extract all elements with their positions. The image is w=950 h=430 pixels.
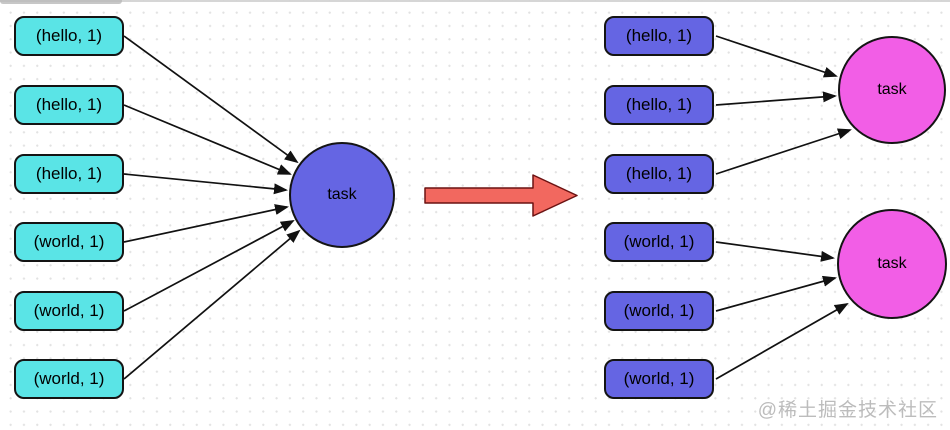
left-tuple-box-hello-3: (hello, 1) — [14, 154, 124, 194]
right-task-circle-top: task — [838, 36, 946, 144]
transform-arrow-icon — [424, 174, 578, 217]
connector-arrow — [123, 104, 292, 175]
connector-arrow — [715, 275, 837, 312]
right-tuple-box-world-2: (world, 1) — [604, 291, 714, 331]
connector-arrow — [123, 220, 295, 312]
connector-arrow — [123, 173, 288, 195]
connector-arrow — [123, 229, 301, 380]
right-tuple-box-hello-1: (hello, 1) — [604, 16, 714, 56]
left-tuple-box-hello-2: (hello, 1) — [14, 85, 124, 125]
left-tuple-box-world-3: (world, 1) — [14, 359, 124, 399]
connector-arrow — [715, 91, 837, 106]
connector-arrow — [715, 128, 852, 175]
right-tuple-box-hello-3: (hello, 1) — [604, 154, 714, 194]
left-tuple-box-world-1: (world, 1) — [14, 222, 124, 262]
left-tuple-box-world-2: (world, 1) — [14, 291, 124, 331]
top-edge-artifact — [0, 0, 950, 2]
connector-arrow — [715, 35, 838, 78]
connector-arrow — [123, 204, 289, 243]
left-tuple-box-hello-1: (hello, 1) — [14, 16, 124, 56]
right-task-circle-bottom: task — [837, 209, 947, 319]
right-tuple-box-world-3: (world, 1) — [604, 359, 714, 399]
watermark-text: @稀土掘金技术社区 — [757, 400, 938, 421]
connector-arrow — [715, 303, 849, 380]
right-tuple-box-world-1: (world, 1) — [604, 222, 714, 262]
right-tuple-box-hello-2: (hello, 1) — [604, 85, 714, 125]
connector-arrow — [715, 241, 835, 262]
connector-arrow — [123, 35, 299, 164]
left-task-circle: task — [289, 142, 395, 248]
top-edge-smudge — [0, 0, 122, 4]
